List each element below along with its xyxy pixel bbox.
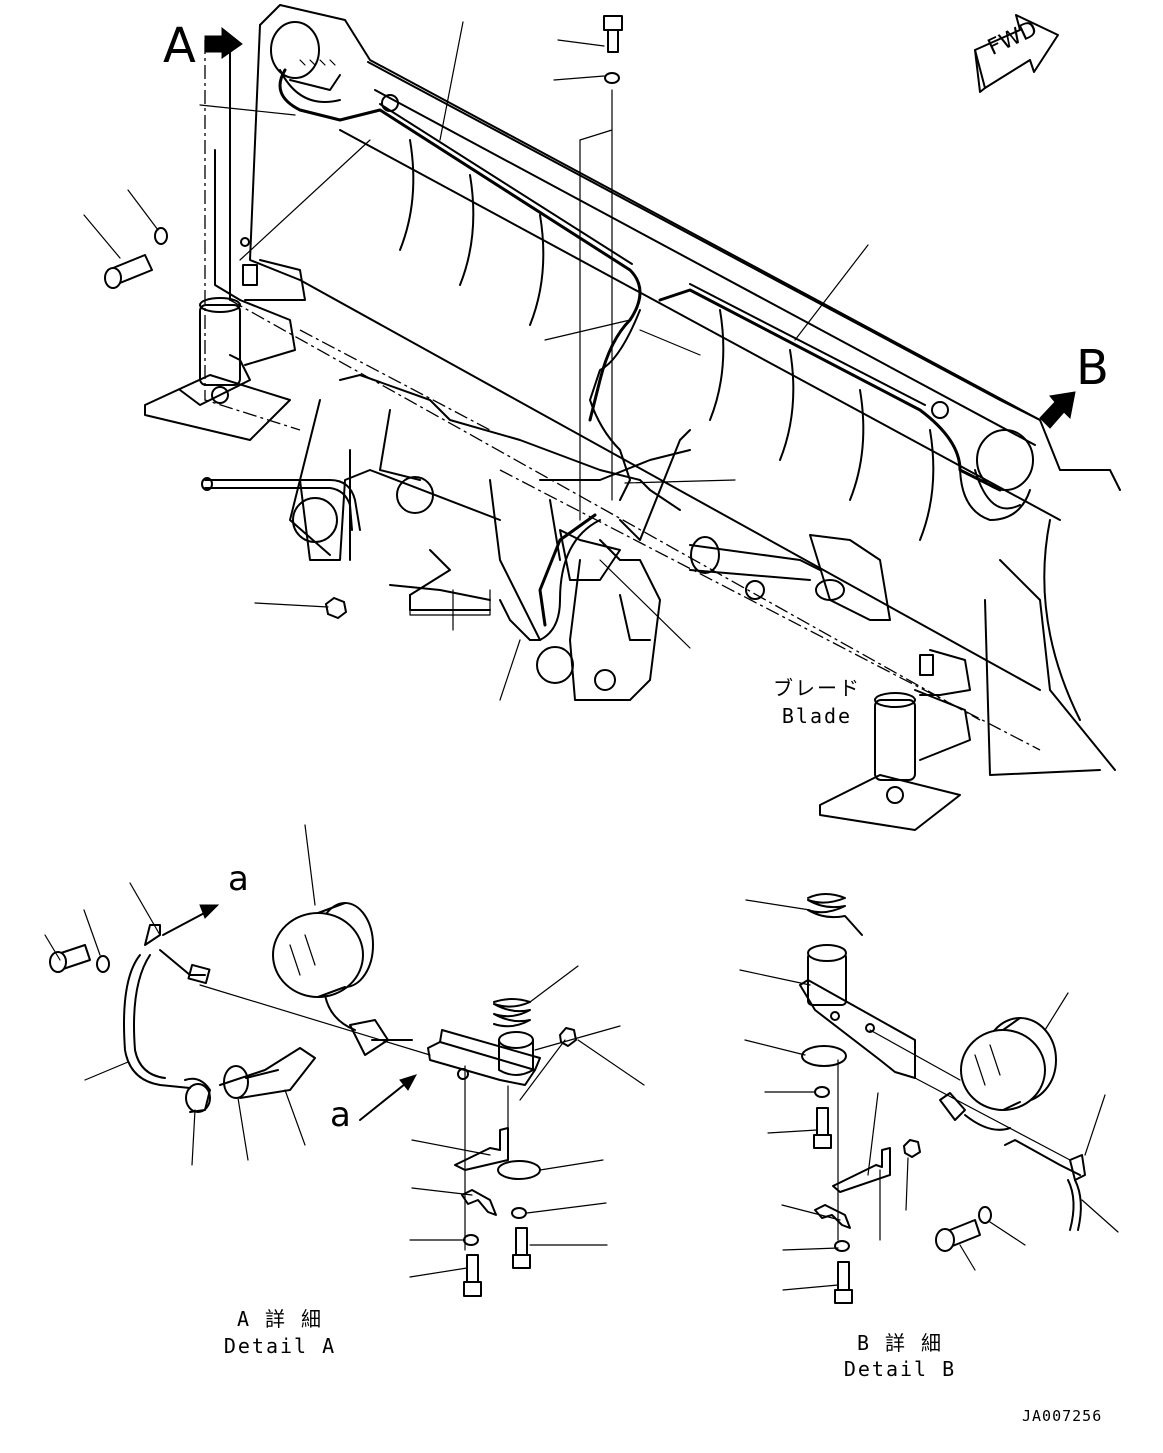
detail-b-title-jp: B 詳 細 xyxy=(856,1331,944,1355)
detail-b-title-en: Detail B xyxy=(843,1357,957,1381)
drawing-number: JA007256 xyxy=(1022,1407,1103,1425)
view-a-arrow-icon xyxy=(204,26,243,59)
nut-icon xyxy=(324,596,348,620)
bolt-icon xyxy=(813,1107,832,1149)
blade-assembly-view xyxy=(83,4,1121,831)
direction-a-callout-top: a xyxy=(228,859,249,899)
detail-a-title-jp: A 詳 細 xyxy=(236,1307,324,1331)
spring-icon xyxy=(493,998,531,1028)
work-lamp-icon xyxy=(272,902,374,998)
bolt-icon xyxy=(603,15,623,53)
bolt-icon xyxy=(935,1219,981,1252)
washer-icon xyxy=(154,227,168,245)
washer-icon xyxy=(604,72,620,84)
direction-a-callout-bottom: a xyxy=(330,1095,351,1135)
fwd-arrow-icon xyxy=(974,14,1059,93)
bolt-icon xyxy=(512,1227,531,1269)
bolt-icon xyxy=(834,1261,853,1304)
detail-a-view xyxy=(44,824,645,1297)
blade-label-en: Blade xyxy=(781,704,853,728)
blade-label-jp: ブレード xyxy=(773,676,861,700)
bolt-icon xyxy=(463,1254,482,1297)
view-a-callout: A xyxy=(163,18,196,74)
detail-b-view xyxy=(739,893,1119,1304)
work-lamp-icon xyxy=(960,1017,1057,1111)
bolt-icon xyxy=(49,944,91,973)
spring-icon xyxy=(807,893,863,936)
view-b-arrow-icon xyxy=(1039,391,1076,429)
bolt-icon xyxy=(104,254,153,289)
view-b-callout: B xyxy=(1076,340,1109,396)
detail-a-title-en: Detail A xyxy=(223,1334,337,1358)
